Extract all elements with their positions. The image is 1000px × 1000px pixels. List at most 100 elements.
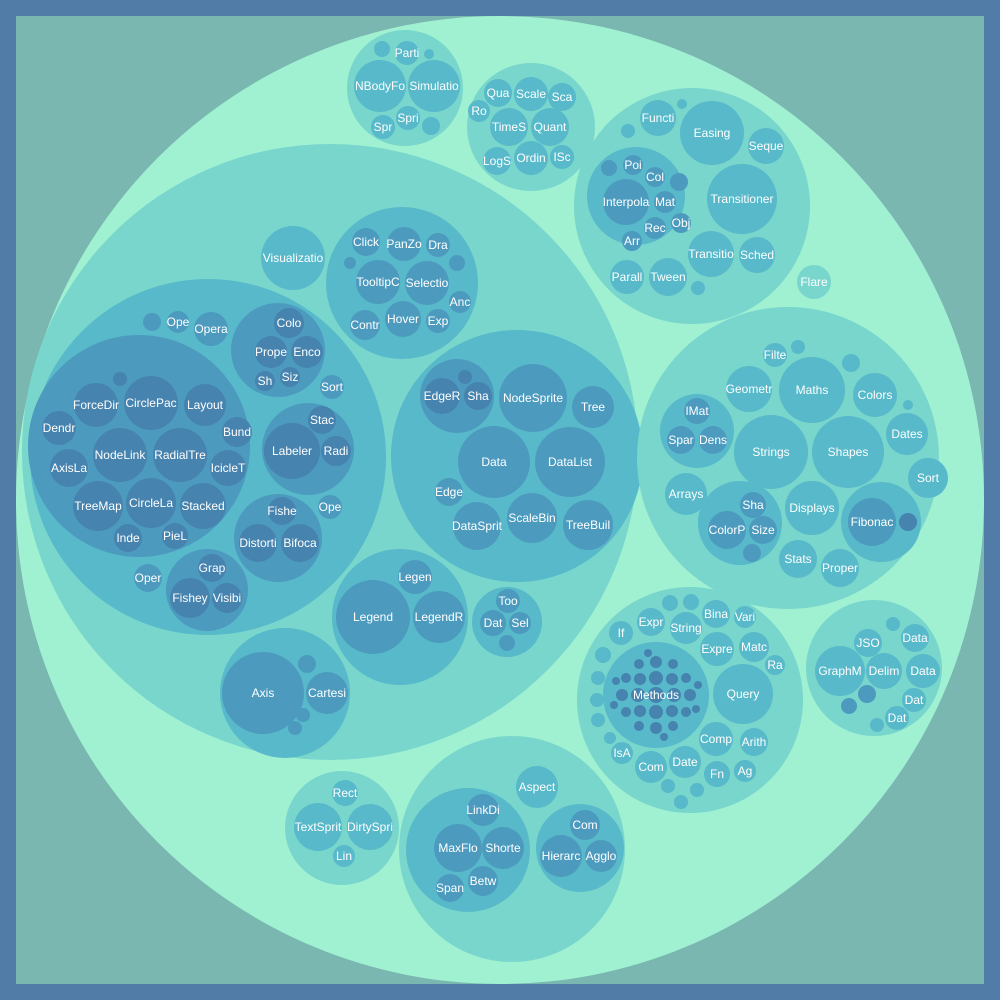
node-circle-dendr[interactable]: [42, 411, 76, 445]
node-circle-sched[interactable]: [739, 237, 775, 273]
node-circle-scalebin[interactable]: [507, 493, 557, 543]
node-circle-ra[interactable]: [765, 655, 785, 675]
node-circle-poi[interactable]: [623, 155, 643, 175]
node-circle-oper[interactable]: [134, 564, 162, 592]
node-circle-functi[interactable]: [640, 100, 676, 136]
node-circle-siz[interactable]: [280, 367, 300, 387]
node-circle-datasprit[interactable]: [453, 502, 501, 550]
node-circle-grap[interactable]: [198, 554, 226, 582]
node-circle-maths[interactable]: [779, 357, 845, 423]
node-circle-fibonac[interactable]: [848, 498, 896, 546]
node-circle-click[interactable]: [352, 228, 380, 256]
node-circle-circlepac[interactable]: [124, 376, 178, 430]
node-circle-data[interactable]: [906, 654, 940, 688]
node-circle-textsprit[interactable]: [294, 803, 342, 851]
node-circle-shapes[interactable]: [812, 416, 884, 488]
node-circle-easing[interactable]: [680, 101, 744, 165]
node-circle-delim[interactable]: [866, 653, 902, 689]
node-circle-legen[interactable]: [398, 560, 432, 594]
node-circle-dat[interactable]: [480, 610, 506, 636]
node-circle-span[interactable]: [436, 874, 464, 902]
node-circle-colo[interactable]: [274, 308, 304, 338]
node-circle-transitioner[interactable]: [707, 164, 777, 234]
node-circle-legend[interactable]: [336, 580, 410, 654]
node-circle-simulatio[interactable]: [408, 60, 460, 112]
node-circle-isc[interactable]: [550, 145, 574, 169]
node-circle-ope[interactable]: [318, 495, 342, 519]
node-circle-flare[interactable]: [797, 265, 831, 299]
node-circle-col[interactable]: [645, 167, 665, 187]
node-circle-exp[interactable]: [426, 309, 450, 333]
node-circle-parti[interactable]: [395, 41, 419, 65]
node-circle-arrays[interactable]: [665, 473, 707, 515]
node-circle-sca[interactable]: [548, 83, 576, 111]
node-circle-ag[interactable]: [734, 760, 756, 782]
node-circle-data[interactable]: [901, 624, 929, 652]
node-circle-colorp[interactable]: [708, 511, 746, 549]
node-circle-lin[interactable]: [333, 845, 355, 867]
node-circle-dra[interactable]: [426, 233, 450, 257]
node-circle-shorte[interactable]: [482, 827, 524, 869]
node-circle-visibi[interactable]: [212, 583, 242, 613]
node-circle-string[interactable]: [670, 612, 702, 644]
node-circle-ro[interactable]: [468, 100, 490, 122]
node-circle-too[interactable]: [496, 589, 520, 613]
node-circle-query[interactable]: [713, 664, 773, 724]
node-circle-filte[interactable]: [763, 343, 787, 367]
node-circle-panzo[interactable]: [387, 227, 421, 261]
node-circle-enco[interactable]: [291, 336, 323, 368]
node-circle-agglo[interactable]: [585, 840, 617, 872]
node-circle-spr[interactable]: [371, 115, 395, 139]
node-circle-interpola[interactable]: [603, 179, 649, 225]
node-circle-edger[interactable]: [424, 378, 460, 414]
node-circle-nbodyfo[interactable]: [354, 60, 406, 112]
node-circle-ordin[interactable]: [514, 141, 548, 175]
node-circle-dens[interactable]: [699, 426, 727, 454]
node-circle-dat[interactable]: [902, 688, 926, 712]
node-circle-com[interactable]: [570, 810, 600, 840]
node-circle-comp[interactable]: [699, 722, 733, 756]
node-circle-stacked[interactable]: [180, 483, 226, 529]
node-circle-axisla[interactable]: [50, 449, 88, 487]
node-circle-fishey[interactable]: [170, 578, 210, 618]
node-circle-opera[interactable]: [194, 312, 228, 346]
node-circle-stac[interactable]: [308, 406, 336, 434]
node-circle-expre[interactable]: [700, 632, 734, 666]
node-circle-tree[interactable]: [572, 386, 614, 428]
node-circle-com[interactable]: [635, 751, 667, 783]
node-circle-times[interactable]: [490, 108, 528, 146]
node-circle-qua[interactable]: [484, 79, 512, 107]
node-circle-tween[interactable]: [649, 258, 687, 296]
node-circle-expr[interactable]: [637, 608, 665, 636]
node-circle-quant[interactable]: [531, 108, 569, 146]
node-circle-forcedir[interactable]: [74, 383, 118, 427]
node-circle-sel[interactable]: [509, 612, 531, 634]
node-circle-piel[interactable]: [162, 523, 188, 549]
node-circle-legendr[interactable]: [413, 591, 465, 643]
node-circle-bifoca[interactable]: [281, 524, 319, 562]
node-circle-stats[interactable]: [779, 540, 817, 578]
node-circle-cartesi[interactable]: [306, 672, 348, 714]
node-circle-treemap[interactable]: [73, 481, 123, 531]
node-circle-imat[interactable]: [684, 398, 710, 424]
node-circle-isa[interactable]: [611, 742, 633, 764]
node-circle-rect[interactable]: [332, 780, 358, 806]
node-circle-edge[interactable]: [435, 478, 463, 506]
node-circle-anc[interactable]: [449, 291, 471, 313]
node-circle-sort[interactable]: [320, 375, 344, 399]
node-circle-nodelink[interactable]: [93, 428, 147, 482]
node-circle-date[interactable]: [669, 746, 701, 778]
group-circle-display[interactable]: [285, 771, 399, 885]
node-circle-vari[interactable]: [734, 606, 756, 628]
node-circle-nodesprite[interactable]: [499, 364, 567, 432]
node-circle-logs[interactable]: [483, 147, 511, 175]
node-circle-displays[interactable]: [785, 481, 839, 535]
node-circle-mat[interactable]: [654, 191, 676, 213]
node-circle-rec[interactable]: [644, 217, 666, 239]
node-circle-selectio[interactable]: [405, 261, 449, 305]
node-circle-hover[interactable]: [385, 301, 421, 337]
node-circle-hierarc[interactable]: [540, 835, 582, 877]
node-circle-dates[interactable]: [886, 413, 928, 455]
node-circle-iciclet[interactable]: [210, 450, 246, 486]
node-circle-scale[interactable]: [514, 77, 548, 111]
